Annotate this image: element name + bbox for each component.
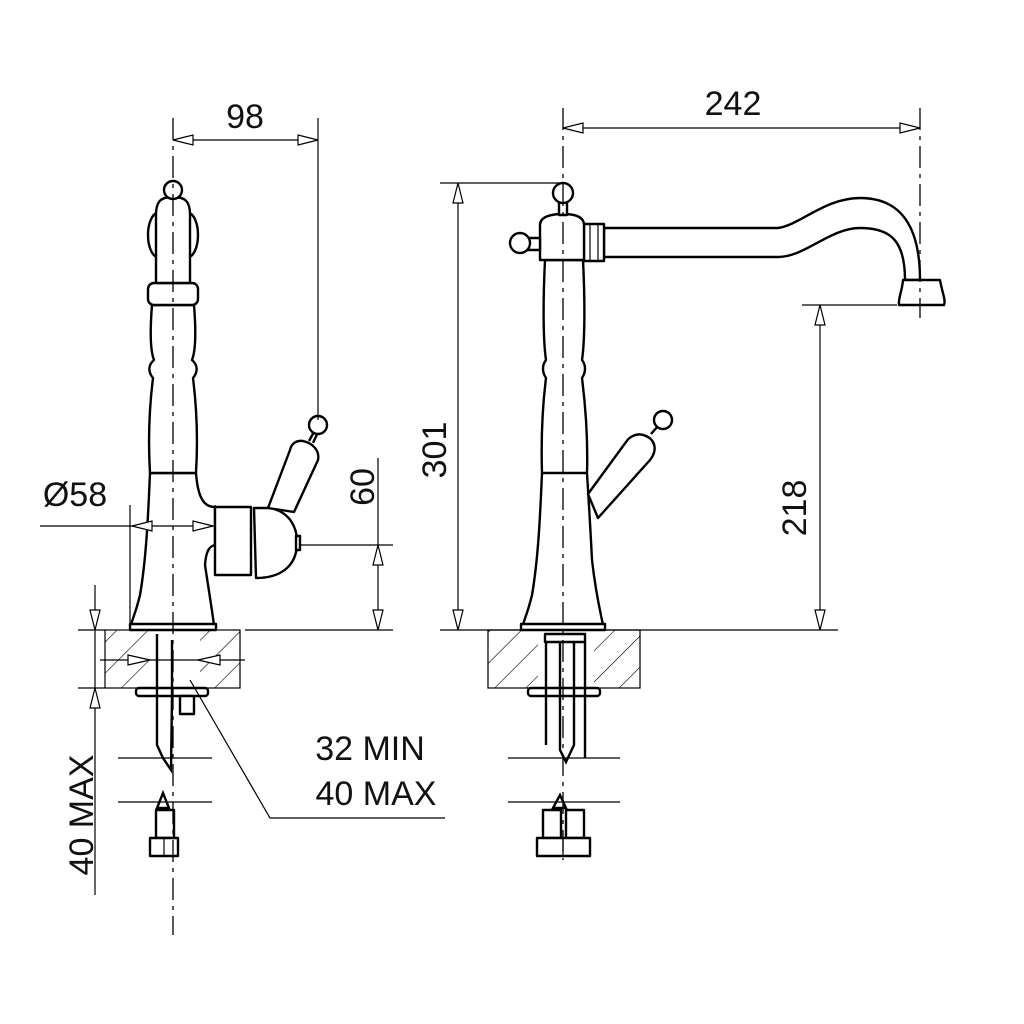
hole-max-label: 40 MAX xyxy=(316,775,437,813)
leader-line xyxy=(189,679,445,819)
countertop-hole xyxy=(150,630,200,688)
base-plate-front xyxy=(519,622,607,632)
spout xyxy=(602,196,922,282)
dimension-301 xyxy=(440,182,838,631)
dim-60: 60 xyxy=(344,468,382,506)
spout-nozzle xyxy=(897,278,946,307)
hose-fitting-right xyxy=(564,808,586,840)
dimension-diameter-58 xyxy=(40,505,216,628)
side-knob xyxy=(508,231,532,255)
lever-handle xyxy=(266,414,329,514)
hose-fitting-left xyxy=(541,808,563,840)
dimension-218 xyxy=(802,304,897,631)
pipe-collar xyxy=(543,632,587,644)
dim-40-max-vertical: 40 MAX xyxy=(63,755,101,876)
hose-fitting xyxy=(154,808,176,840)
cartridge-housing xyxy=(213,505,253,577)
front-view: 242 301 218 xyxy=(416,85,946,860)
hole-min-label: 32 MIN xyxy=(315,730,425,768)
dimension-40-max xyxy=(78,585,105,895)
dimension-hole-diameter xyxy=(100,654,245,666)
cartridge-tip xyxy=(294,534,302,552)
fixing-nut xyxy=(178,694,196,716)
dimension-98 xyxy=(172,118,319,420)
spout-ring xyxy=(582,222,606,263)
dim-301: 301 xyxy=(416,422,454,479)
side-view: 98 Ø58 60 40 MAX xyxy=(40,98,445,935)
dim-98: 98 xyxy=(226,98,264,136)
supply-pipes-front xyxy=(544,642,587,765)
cartridge-dome xyxy=(252,506,299,580)
dim-218: 218 xyxy=(776,480,814,537)
pipe-break-tip xyxy=(155,789,171,810)
dimension-242 xyxy=(562,122,921,134)
dim-242: 242 xyxy=(705,85,762,123)
head-front xyxy=(538,212,586,262)
fixing-washer-front xyxy=(526,686,602,698)
dim-diameter-58: Ø58 xyxy=(43,476,107,514)
dimension-60 xyxy=(245,458,393,631)
lever-handle-front xyxy=(586,409,674,520)
